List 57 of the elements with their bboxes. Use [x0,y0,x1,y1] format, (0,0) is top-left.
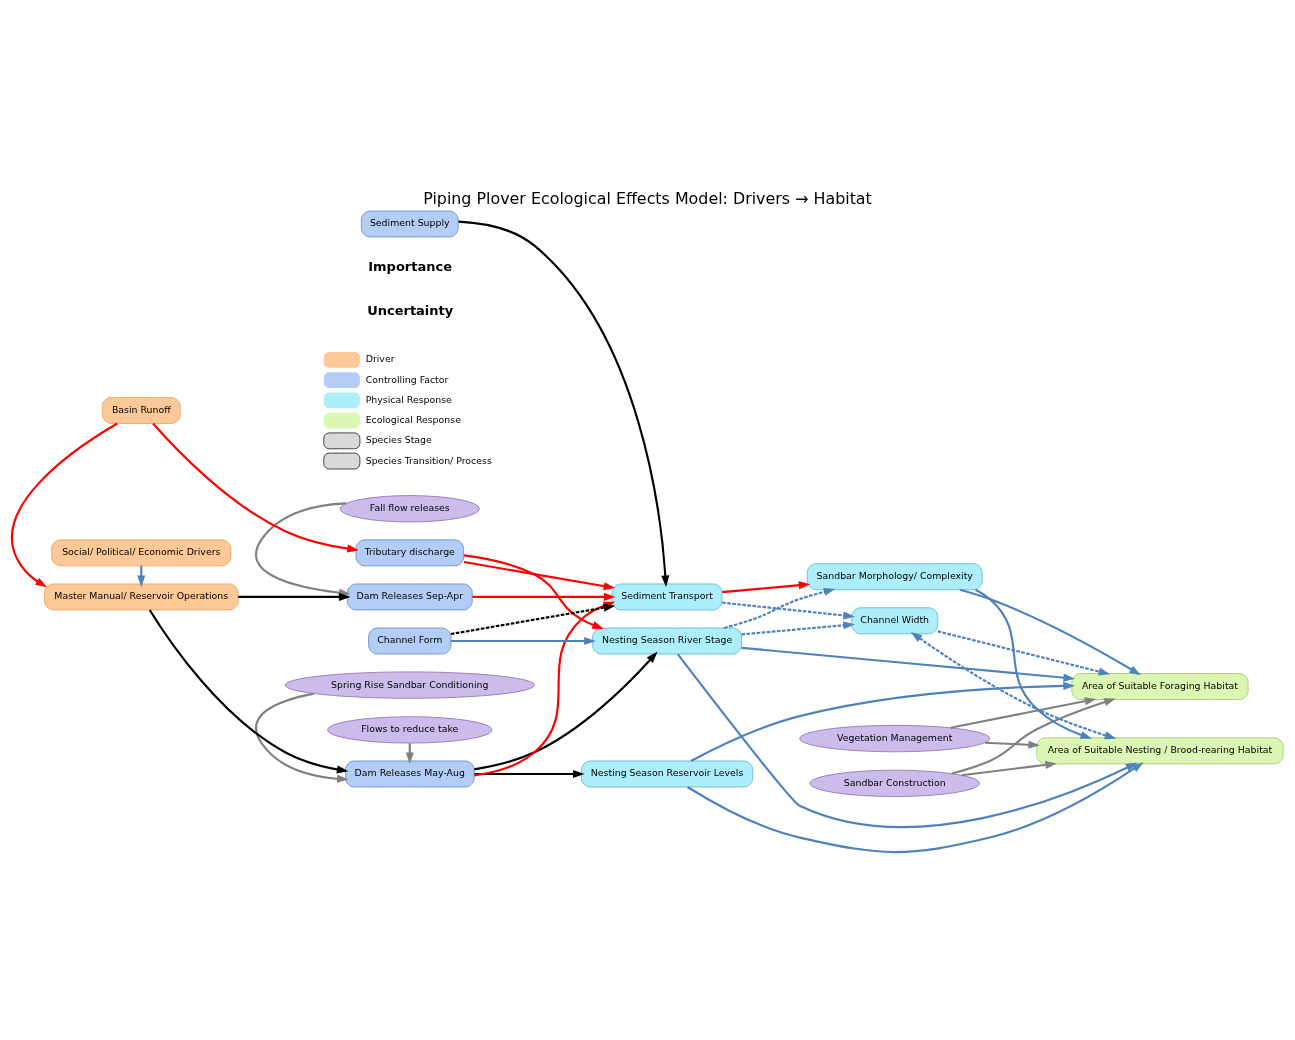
node-box: Dam Releases May-Aug [345,760,475,788]
node-ellipse: Flows to reduce take [327,716,493,744]
arrow [676,653,1138,828]
legend-label: Species Stage [365,434,432,446]
label: Importance [368,258,453,274]
node-ellipse: Spring Rise Sandbar Conditioning [284,671,535,699]
diagram-title: Piping Plover Ecological Effects Model: Drivers → Habitat [423,188,872,208]
legend-label: Physical Response [365,393,452,405]
node-box: Sediment Transport [611,583,723,611]
arrow [463,554,604,630]
arrow [985,740,1040,749]
node-box: Area of Suitable Foraging Habitat [1071,673,1249,700]
node-box: Channel Width [851,607,939,635]
node-box: Nesting Season Reservoir Levels [581,760,754,788]
arrow [722,581,811,594]
arrow [255,692,349,783]
arrow [463,560,616,591]
arrow [238,592,351,601]
arrow [690,681,1075,762]
arrow [961,760,1057,777]
node-box: Social/ Political/ Economic Drivers [51,539,232,567]
arrow [950,697,1097,729]
node-ellipse: Sandbar Construction [809,769,980,797]
node-box: Channel Form [368,627,452,655]
arrow [910,631,1117,740]
arrow [741,621,855,636]
arrow [451,636,596,646]
node-ellipse: Vegetation Management [799,725,991,753]
arrow [951,698,1116,775]
arrow [10,422,118,588]
arrow [723,587,836,629]
arrow [472,592,616,601]
label: Uncertainty [367,302,454,318]
arrow [148,609,349,774]
arrow [741,646,1075,682]
legend-label: Ecological Response [365,414,461,426]
arrow [474,651,658,771]
arrow [937,630,1111,676]
node-box: Nesting Season River Stage [592,627,742,655]
arrow [975,588,1093,739]
legend-label: Species Transition/ Process [365,454,492,466]
legend-label: Driver [365,353,395,365]
node-box: Dam Releases Sep-Apr [346,583,473,611]
node-box: Sediment Supply [361,210,459,238]
arrow [686,762,1144,854]
arrow [405,743,414,765]
arrow [474,769,585,779]
node-box: Area of Suitable Nesting / Brood-rearing Habitat [1036,737,1284,765]
legend-label: Controlling Factor [365,373,449,385]
node-box: Sandbar Morphology/ Complexity [806,563,983,591]
node-box: Basin Runoff [101,397,181,424]
node-ellipse: Fall flow releases [339,495,480,523]
node-box: Master Manual/ Reservoir Operations [44,583,239,611]
arrow [722,601,855,620]
arrow [458,220,670,588]
node-box: Tributary discharge [355,539,464,567]
arrow [959,588,1141,676]
